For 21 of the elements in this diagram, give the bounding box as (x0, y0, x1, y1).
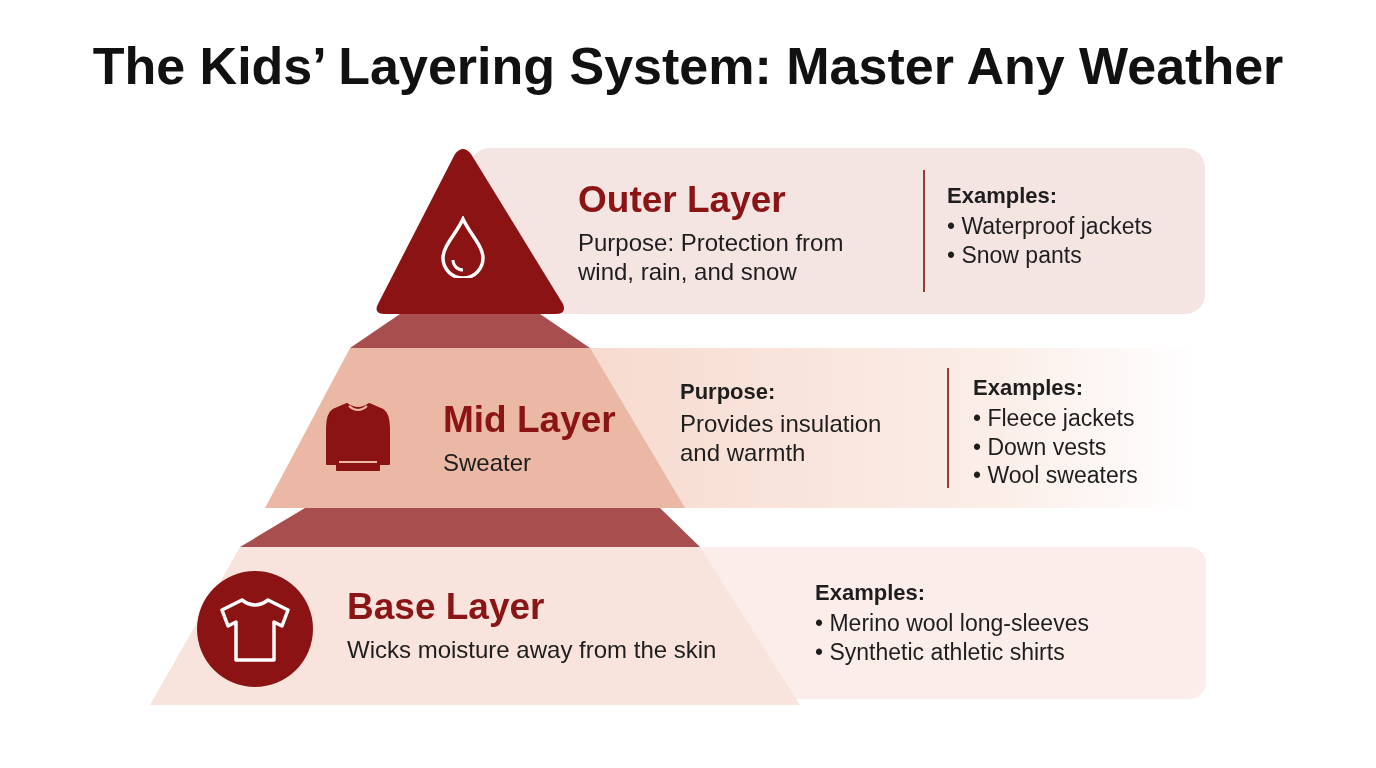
examples-heading: Examples: (815, 579, 926, 607)
examples-heading: Purpose: (680, 378, 776, 406)
layer-heading: Mid Layer (443, 398, 616, 442)
description-text: Purpose: Protection from wind, rain, and snow (578, 228, 845, 286)
list-item: • Down vests (973, 432, 1108, 461)
title: The Kids’ Layering System: Master Any Weather (91, 36, 1285, 96)
list-item: • Fleece jackets (973, 404, 1136, 433)
layer-heading: Outer Layer (578, 178, 786, 222)
examples-heading: Examples: (947, 182, 1058, 210)
layer-heading: Base Layer (347, 585, 545, 629)
list-item: • Merino wool long-sleeves (815, 609, 1089, 638)
pyramid-tier (150, 547, 1206, 707)
list-item: • Synthetic athletic shirts (815, 637, 1066, 666)
pyramid-tier (375, 148, 1205, 314)
description-text: Wicks moisture away from the skin (347, 635, 717, 664)
list-item: • Waterproof jackets (947, 212, 1153, 241)
list-item: • Snow pants (947, 240, 1083, 269)
description-text: Sweater (443, 448, 532, 477)
list-item: • Wool sweaters (973, 461, 1138, 490)
examples-heading: Examples: (973, 374, 1084, 402)
description-text: Provides insulation and warmth (680, 409, 883, 467)
